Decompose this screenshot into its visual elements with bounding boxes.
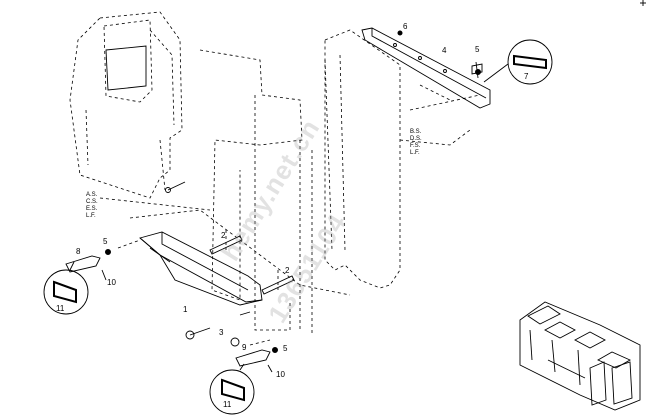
fasteners bbox=[101, 30, 481, 373]
top-rail bbox=[361, 27, 491, 109]
side-code: L.F. bbox=[410, 150, 420, 156]
side-code: C.S. bbox=[86, 199, 98, 205]
side-codes-right: B.S. D.S. F.S. L.F. bbox=[410, 129, 422, 156]
detail-circle-7 bbox=[483, 39, 553, 85]
assembly-locator-icon bbox=[519, 301, 641, 411]
detail-circle-11-left bbox=[43, 261, 89, 315]
side-code: L.F. bbox=[86, 213, 96, 219]
callout-7: 7 bbox=[524, 72, 529, 81]
callout-11a: 11 bbox=[56, 304, 65, 313]
leader-lines bbox=[99, 84, 481, 346]
callout-2a: 2 bbox=[221, 231, 226, 240]
callout-4: 4 bbox=[442, 46, 447, 55]
callout-labels: 1 2 2 3 4 5 5 5 6 7 8 9 10 10 11 11 bbox=[56, 22, 529, 409]
side-code: D.S. bbox=[410, 136, 422, 142]
step-trough bbox=[129, 209, 351, 306]
side-codes-left: A.S. C.S. E.S. L.F. bbox=[86, 192, 98, 219]
callout-5b: 5 bbox=[475, 45, 480, 54]
callout-9: 9 bbox=[242, 343, 247, 352]
side-panel-left bbox=[69, 11, 183, 199]
clips bbox=[65, 255, 271, 367]
side-code: F.S. bbox=[410, 143, 421, 149]
callout-1: 1 bbox=[183, 305, 188, 314]
callout-5c: 5 bbox=[283, 344, 288, 353]
rear-wall-panel bbox=[199, 49, 313, 335]
side-panel-right bbox=[324, 29, 401, 289]
callout-11b: 11 bbox=[223, 400, 232, 409]
callout-5a: 5 bbox=[103, 237, 108, 246]
detail-circle-11-right bbox=[209, 363, 255, 415]
side-code: B.S. bbox=[410, 129, 422, 135]
callout-8: 8 bbox=[76, 247, 81, 256]
callout-10a: 10 bbox=[107, 278, 116, 287]
callout-3: 3 bbox=[219, 328, 224, 337]
side-code: A.S. bbox=[86, 192, 98, 198]
frame-marks bbox=[640, 0, 646, 6]
callout-6: 6 bbox=[403, 22, 408, 31]
cross-bars bbox=[209, 230, 295, 295]
callout-2b: 2 bbox=[285, 266, 290, 275]
callout-10b: 10 bbox=[276, 370, 285, 379]
side-code: E.S. bbox=[86, 206, 98, 212]
